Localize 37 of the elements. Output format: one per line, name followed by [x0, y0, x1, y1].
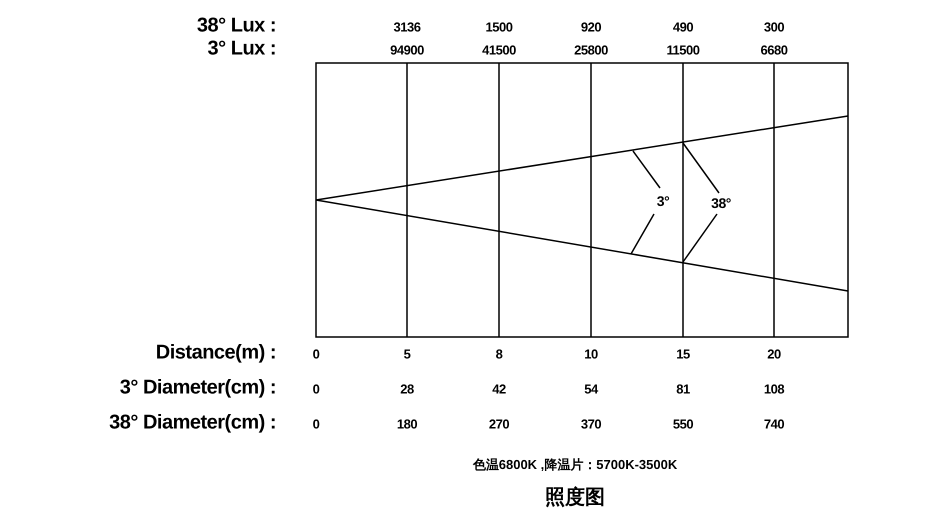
row-label: 38° Lux : [196, 14, 276, 38]
value-text: 370 [580, 416, 602, 432]
value-text: 81 [676, 382, 690, 396]
value-text: 0 [312, 416, 320, 432]
value-text: 108 [764, 382, 784, 396]
value-text: 20 [767, 346, 781, 362]
value-text: 6680 [760, 42, 788, 58]
value-text: 15 [676, 346, 690, 362]
value-text: 490 [672, 20, 694, 34]
value-text: 10 [584, 346, 598, 362]
value-text: 740 [764, 416, 784, 432]
value-text: 920 [580, 20, 602, 34]
value-text: 0 [312, 382, 320, 396]
value-text: 0 [312, 346, 320, 362]
angle-label: 3° [656, 193, 670, 209]
row-label: 38° Diameter(cm) : [109, 412, 276, 434]
value-text: 28 [400, 382, 414, 396]
value-text: 41500 [482, 42, 516, 58]
row-label: Distance(m) : [156, 342, 276, 364]
row-label: 3° Diameter(cm) : [120, 376, 276, 400]
value-text: 3136 [394, 20, 420, 34]
value-text: 550 [672, 416, 694, 432]
value-text: 300 [764, 20, 784, 34]
value-text: 1500 [486, 20, 512, 34]
value-text: 54 [584, 382, 598, 396]
value-text: 5 [404, 346, 410, 362]
value-text: 270 [488, 416, 510, 432]
value-text: 8 [496, 346, 502, 362]
value-text: 25800 [574, 42, 608, 58]
value-text: 180 [396, 416, 418, 432]
value-text: 11500 [666, 42, 700, 58]
value-text: 94900 [390, 42, 424, 58]
angle-label: 38° [711, 195, 731, 211]
note-text: 色温6800K ,降温片：5700K-3500K [472, 456, 678, 474]
value-text: 42 [492, 382, 506, 396]
diagram-title: 照度图 [545, 485, 605, 510]
row-label: 3° Lux : [208, 38, 276, 60]
